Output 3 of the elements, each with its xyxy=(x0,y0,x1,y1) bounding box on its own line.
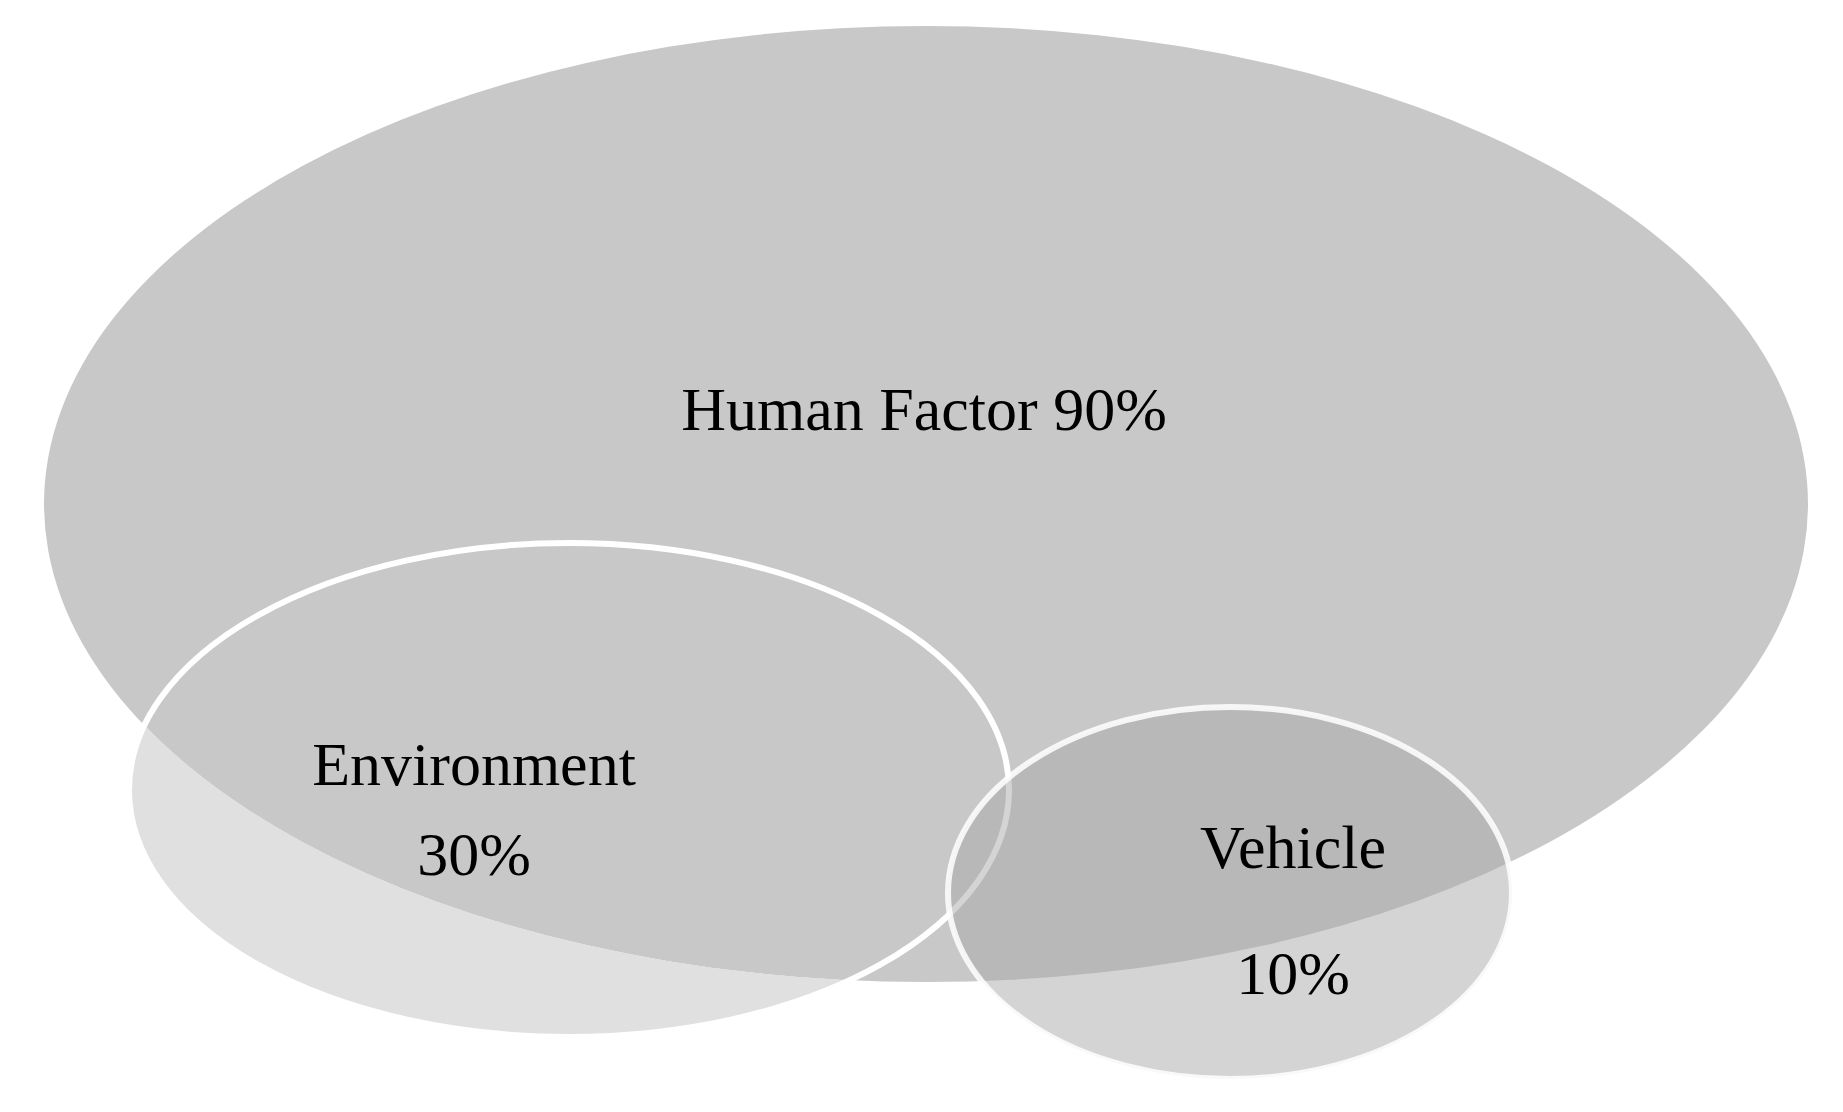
venn-label: Vehicle 10% xyxy=(1199,812,1387,1009)
venn-label: Human Factor 90% xyxy=(680,374,1168,445)
venn-label: Environment 30% xyxy=(311,729,637,890)
